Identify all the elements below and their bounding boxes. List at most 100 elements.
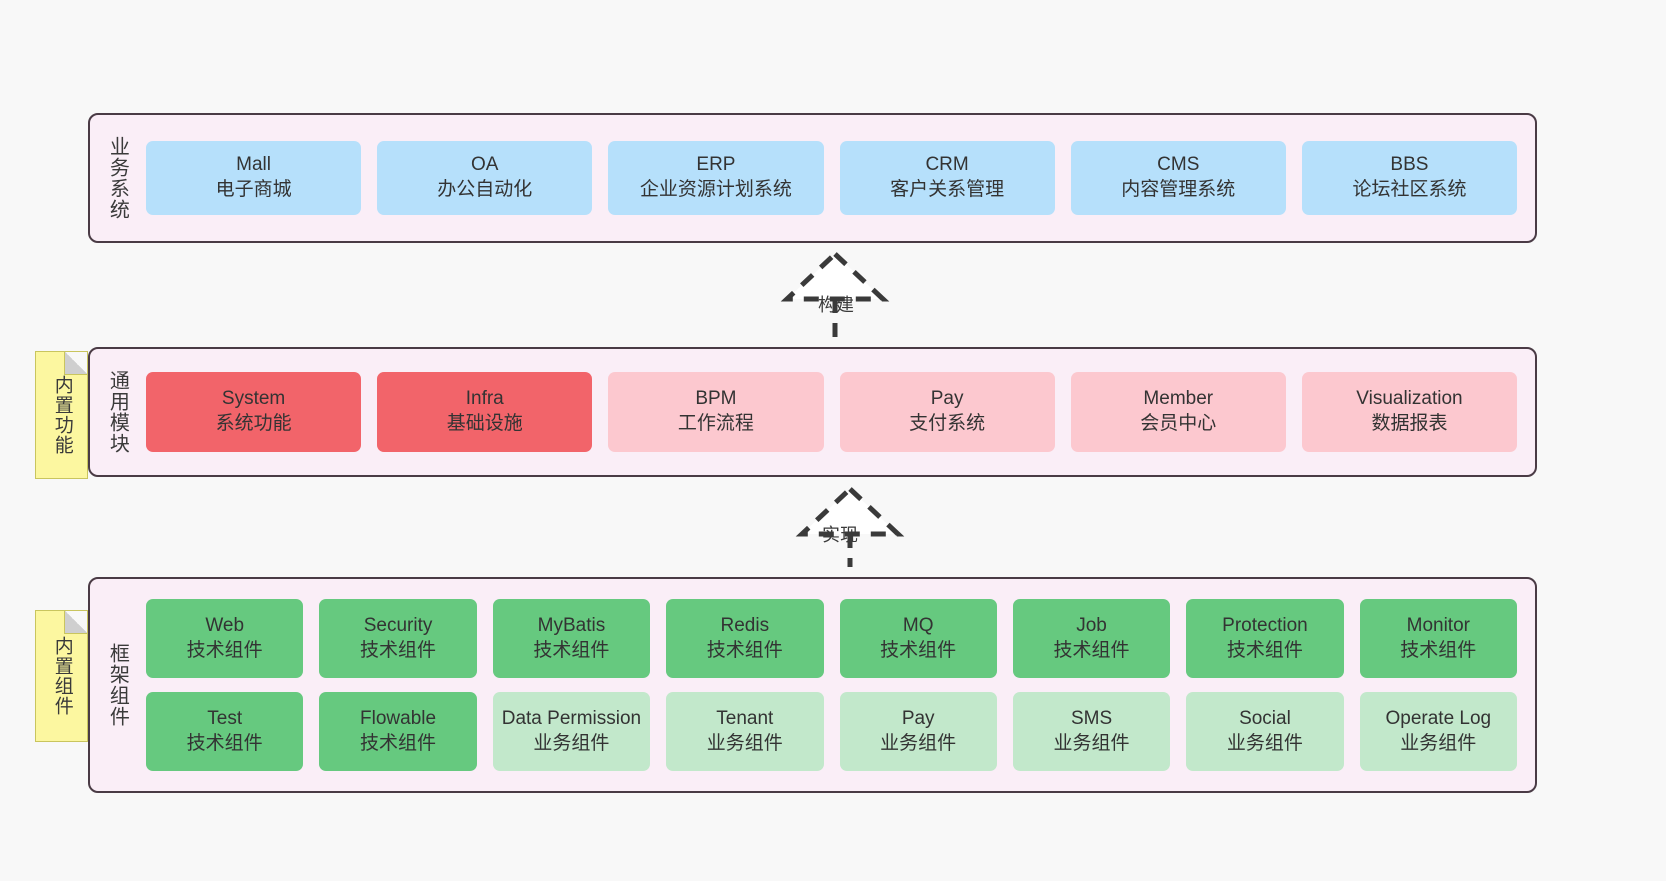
card-name: MQ: [902, 614, 934, 636]
note-text: 内置组件: [51, 636, 73, 716]
framework-card-social[interactable]: Social 业务组件: [1186, 692, 1344, 771]
connector-impl: [765, 485, 935, 567]
common-card-system[interactable]: System 系统功能: [146, 372, 362, 452]
card-name: Redis: [720, 614, 770, 636]
framework-card-sms[interactable]: SMS 业务组件: [1012, 692, 1171, 771]
note-builtin-features: 内置功能: [35, 351, 88, 479]
card-desc: 技术组件: [360, 639, 437, 661]
card-desc: 技术组件: [1400, 639, 1477, 661]
note-builtin-components: 内置组件: [35, 610, 88, 742]
note-text: 内置功能: [51, 375, 73, 455]
layer-framework-title: 框架组件: [106, 643, 129, 727]
card-desc: 基础设施: [446, 413, 523, 434]
card-desc: 技术组件: [1226, 639, 1303, 661]
business-card-erp[interactable]: ERP 企业资源计划系统: [608, 141, 824, 215]
business-card-mall[interactable]: Mall 电子商城: [146, 141, 362, 215]
card-desc: 会员中心: [1140, 413, 1217, 434]
framework-card-redis[interactable]: Redis 技术组件: [666, 599, 824, 678]
card-name: Social: [1239, 707, 1291, 729]
card-name: Mall: [236, 154, 271, 176]
framework-card-data-permission[interactable]: Data Permission 业务组件: [492, 692, 651, 771]
card-name: Protection: [1222, 614, 1308, 636]
card-name: Pay: [930, 388, 964, 410]
framework-card-pay[interactable]: Pay 业务组件: [839, 692, 997, 771]
card-desc: 业务组件: [1400, 732, 1477, 754]
connector-build-label: 构建: [818, 295, 854, 315]
card-name: BBS: [1390, 154, 1429, 176]
card-desc: 数据报表: [1371, 413, 1448, 434]
framework-card-mq[interactable]: MQ 技术组件: [839, 599, 997, 678]
card-name: Pay: [901, 707, 935, 729]
framework-card-operate-log[interactable]: Operate Log 业务组件: [1359, 692, 1517, 771]
card-name: CMS: [1157, 154, 1200, 176]
card-name: Monitor: [1406, 614, 1470, 636]
framework-card-web[interactable]: Web 技术组件: [146, 599, 304, 678]
layer-business-system: 业务系统 Mall 电子商城 OA 办公自动化 ERP 企业资源计划系统 CRM…: [88, 113, 1537, 243]
card-desc: 企业资源计划系统: [639, 179, 792, 200]
layer-framework-body: Web 技术组件 Security 技术组件 MyBatis 技术组件 Redi…: [134, 587, 1525, 783]
card-desc: 内容管理系统: [1121, 179, 1236, 200]
layer-business-title: 业务系统: [106, 136, 129, 220]
card-name: Visualization: [1356, 388, 1463, 410]
layer-common-body: System 系统功能 Infra 基础设施 BPM 工作流程 Pay 支付系统…: [134, 357, 1525, 467]
card-name: Security: [363, 614, 433, 636]
card-desc: 业务组件: [1226, 732, 1303, 754]
common-row: System 系统功能 Infra 基础设施 BPM 工作流程 Pay 支付系统…: [146, 372, 1518, 452]
business-card-oa[interactable]: OA 办公自动化: [377, 141, 593, 215]
card-name: SMS: [1070, 707, 1113, 729]
card-name: OA: [471, 154, 499, 176]
framework-card-test[interactable]: Test 技术组件: [146, 692, 304, 771]
card-desc: 业务组件: [706, 732, 783, 754]
connector-build-svg: [780, 250, 890, 344]
card-desc: 技术组件: [360, 732, 437, 754]
framework-card-monitor[interactable]: Monitor 技术组件: [1359, 599, 1517, 678]
framework-row-tech: Web 技术组件 Security 技术组件 MyBatis 技术组件 Redi…: [146, 599, 1517, 678]
common-card-visualization[interactable]: Visualization 数据报表: [1301, 372, 1518, 452]
framework-card-security[interactable]: Security 技术组件: [319, 599, 477, 678]
framework-card-mybatis[interactable]: MyBatis 技术组件: [492, 599, 651, 678]
layer-framework-component: 框架组件 Web 技术组件 Security 技术组件 MyBatis 技术组件…: [88, 577, 1537, 793]
card-name: System: [221, 388, 286, 410]
framework-card-protection[interactable]: Protection 技术组件: [1186, 599, 1344, 678]
framework-row-biz: Test 技术组件 Flowable 技术组件 Data Permission …: [146, 692, 1517, 771]
card-desc: 技术组件: [880, 639, 957, 661]
card-desc: 电子商城: [215, 179, 292, 200]
card-desc: 技术组件: [1053, 639, 1130, 661]
business-card-crm[interactable]: CRM 客户关系管理: [839, 141, 1055, 215]
business-card-bbs[interactable]: BBS 论坛社区系统: [1301, 141, 1518, 215]
layer-common-module: 通用模块 System 系统功能 Infra 基础设施 BPM 工作流程 Pay…: [88, 347, 1537, 477]
card-name: Operate Log: [1385, 707, 1492, 729]
layer-business-body: Mall 电子商城 OA 办公自动化 ERP 企业资源计划系统 CRM 客户关系…: [134, 123, 1525, 233]
connector-build: [750, 250, 920, 344]
common-card-member[interactable]: Member 会员中心: [1070, 372, 1286, 452]
card-name: CRM: [925, 154, 969, 176]
card-name: Test: [207, 707, 243, 729]
card-desc: 业务组件: [533, 732, 610, 754]
card-desc: 办公自动化: [437, 179, 533, 200]
card-desc: 论坛社区系统: [1352, 179, 1467, 200]
framework-card-flowable[interactable]: Flowable 技术组件: [319, 692, 477, 771]
card-name: BPM: [695, 388, 737, 410]
card-name: ERP: [696, 154, 736, 176]
card-desc: 支付系统: [909, 413, 986, 434]
business-row: Mall 电子商城 OA 办公自动化 ERP 企业资源计划系统 CRM 客户关系…: [146, 141, 1518, 215]
common-card-pay[interactable]: Pay 支付系统: [839, 372, 1055, 452]
card-desc: 业务组件: [1053, 732, 1130, 754]
card-desc: 客户关系管理: [890, 179, 1005, 200]
common-card-infra[interactable]: Infra 基础设施: [377, 372, 593, 452]
card-name: Tenant: [716, 707, 774, 729]
card-desc: 业务组件: [880, 732, 957, 754]
business-card-cms[interactable]: CMS 内容管理系统: [1070, 141, 1286, 215]
common-card-bpm[interactable]: BPM 工作流程: [608, 372, 824, 452]
card-name: Infra: [465, 388, 504, 410]
framework-card-tenant[interactable]: Tenant 业务组件: [666, 692, 824, 771]
card-desc: 技术组件: [533, 639, 610, 661]
framework-card-job[interactable]: Job 技术组件: [1012, 599, 1171, 678]
card-name: Web: [205, 614, 245, 636]
connector-impl-svg: [795, 485, 905, 567]
card-name: MyBatis: [537, 614, 606, 636]
card-desc: 技术组件: [186, 639, 263, 661]
card-desc: 工作流程: [677, 413, 754, 434]
connector-impl-label: 实现: [822, 525, 858, 545]
